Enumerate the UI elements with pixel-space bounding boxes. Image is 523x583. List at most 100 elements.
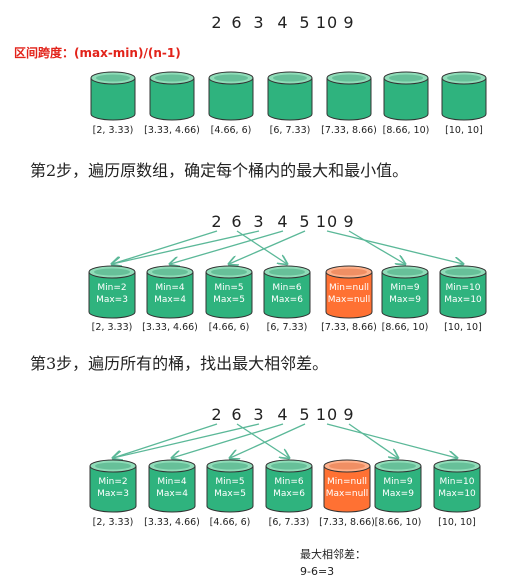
range-label: [2, 3.33)	[93, 517, 134, 528]
mapping-arrow	[348, 230, 405, 264]
mapping-arrow	[326, 423, 457, 458]
sequence-number: 9	[343, 212, 354, 231]
mapping-arrow	[112, 230, 218, 264]
range-label: [8.66, 10)	[375, 517, 422, 528]
bucket	[441, 71, 487, 121]
sequence-number: 3	[253, 212, 264, 231]
range-label: [10, 10]	[438, 517, 476, 528]
mapping-arrow	[172, 423, 284, 458]
bucket-min: Min=2	[97, 283, 126, 293]
sequence-number: 6	[231, 405, 242, 424]
range-label: [4.66, 6)	[210, 517, 251, 528]
bucket-max: Max=5	[214, 489, 246, 499]
bucket-min: Min=2	[98, 477, 127, 487]
step2-description: 第2步，遍历原数组，确定每个桶内的最大和最小值。	[30, 161, 408, 180]
bucket-max: Max=3	[96, 295, 128, 305]
bucket-max: Max=4	[154, 295, 186, 305]
bucket-max: Max=null	[328, 295, 371, 305]
range-label: [3.33, 4.66)	[142, 322, 198, 333]
bucket-min: Min=4	[157, 477, 187, 487]
bucket-min: Min=4	[155, 283, 185, 293]
bucket	[149, 71, 195, 121]
bucket-row-3: Min=2Max=3Min=4Max=4Min=5Max=5Min=6Max=6…	[89, 459, 481, 513]
arrows-2	[112, 230, 463, 264]
bucket-min: Min=null	[327, 477, 367, 487]
bucket	[326, 71, 372, 121]
mapping-arrow	[230, 423, 306, 458]
range-label: [8.66, 10)	[382, 322, 429, 333]
sequence-number: 5	[299, 212, 310, 231]
step3-description: 第3步，遍历所有的桶，找出最大相邻差。	[30, 354, 328, 373]
range-labels-3: [2, 3.33)[3.33, 4.66)[4.66, 6)[6, 7.33)[…	[93, 517, 476, 528]
bucket-min: Min=6	[274, 477, 304, 487]
mapping-arrow	[348, 423, 398, 458]
bucket-max: Max=9	[389, 295, 421, 305]
mapping-arrow	[170, 230, 284, 264]
max-gap-label: 最大相邻差：	[300, 547, 366, 561]
range-label: [6, 7.33)	[269, 517, 310, 528]
bucket-max: Max=10	[438, 489, 476, 499]
bucket-min: Min=10	[446, 283, 481, 293]
bucket	[208, 71, 254, 121]
bucket-max: Max=10	[444, 295, 482, 305]
bucket-max: Max=6	[271, 295, 303, 305]
mapping-arrow	[229, 230, 306, 264]
range-label: [2, 3.33)	[92, 322, 133, 333]
bucket-max: Max=5	[213, 295, 245, 305]
range-label: [7.33, 8.66)	[319, 517, 375, 528]
range-label: [4.66, 6)	[209, 322, 250, 333]
mapping-arrow	[236, 230, 287, 264]
range-label: [10, 10]	[445, 125, 483, 136]
sequence-number: 10	[316, 212, 338, 231]
mapping-arrow	[236, 423, 289, 458]
range-label: [10, 10]	[444, 322, 482, 333]
sequence-number: 10	[316, 13, 338, 32]
bucket-min: Min=9	[390, 283, 420, 293]
sequence-number: 10	[316, 405, 338, 424]
range-label: [7.33, 8.66)	[321, 322, 377, 333]
sequence-number: 6	[231, 212, 242, 231]
bucket-max: Max=9	[382, 489, 414, 499]
mapping-arrow	[113, 423, 218, 458]
sequence-number: 4	[277, 405, 288, 424]
sequence-number: 3	[253, 13, 264, 32]
sequence-number: 5	[299, 405, 310, 424]
sequence-number: 9	[343, 13, 354, 32]
bucket	[383, 71, 429, 121]
bucket-max: Max=4	[156, 489, 188, 499]
bucket-min: Min=5	[214, 283, 243, 293]
bucket-row-2: Min=2Max=3Min=4Max=4Min=5Max=5Min=6Max=6…	[88, 265, 487, 319]
range-label: [4.66, 6)	[211, 125, 252, 136]
bucket-min: Min=9	[383, 477, 413, 487]
range-label: [7.33, 8.66)	[321, 125, 377, 136]
sequence-number: 9	[343, 405, 354, 424]
sequence-number: 3	[253, 405, 264, 424]
range-label: [8.66, 10)	[383, 125, 430, 136]
bucket-row-1	[90, 71, 487, 121]
sequence-number: 4	[277, 13, 288, 32]
bucket-max: Max=null	[326, 489, 369, 499]
arrows-3	[113, 423, 457, 458]
sequence-number: 2	[211, 212, 222, 231]
range-label: [6, 7.33)	[270, 125, 311, 136]
bucket-max: Max=3	[97, 489, 129, 499]
mapping-arrow	[326, 230, 463, 264]
interval-formula: 区间跨度：(max-min)/(n-1)	[14, 45, 181, 60]
sequence-number: 4	[277, 212, 288, 231]
sequence-number: 6	[231, 13, 242, 32]
